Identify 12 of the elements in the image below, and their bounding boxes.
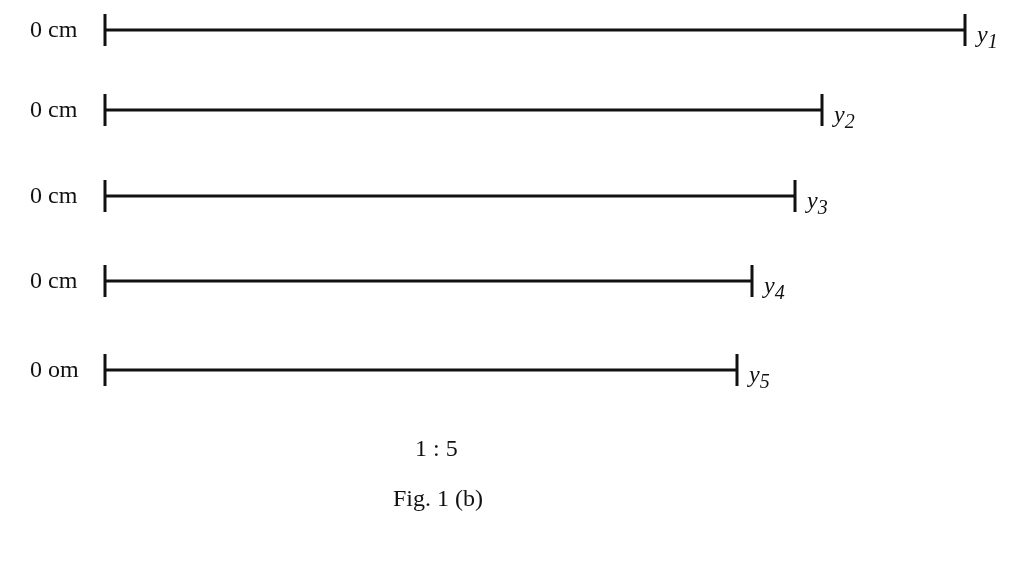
dimension-label: y$_{4}$ bbox=[764, 273, 785, 302]
figure-caption: Fig. 1 (b) bbox=[393, 486, 483, 510]
dimension-label: 0 cm bbox=[30, 17, 78, 41]
dimension-label: 0 cm bbox=[30, 268, 78, 292]
dimension-label: y$_{5}$ bbox=[749, 362, 770, 391]
dimension-label: y$_{3}$ bbox=[807, 188, 828, 217]
scale-label: 1 : 5 bbox=[415, 436, 458, 460]
dimension-label: 0 cm bbox=[30, 183, 78, 207]
dimension-label: y$_{1}$ bbox=[977, 22, 998, 51]
dimension-label: y$_{2}$ bbox=[834, 102, 855, 131]
dimension-label: 0 om bbox=[30, 357, 79, 381]
dimension-label: 0 cm bbox=[30, 97, 78, 121]
